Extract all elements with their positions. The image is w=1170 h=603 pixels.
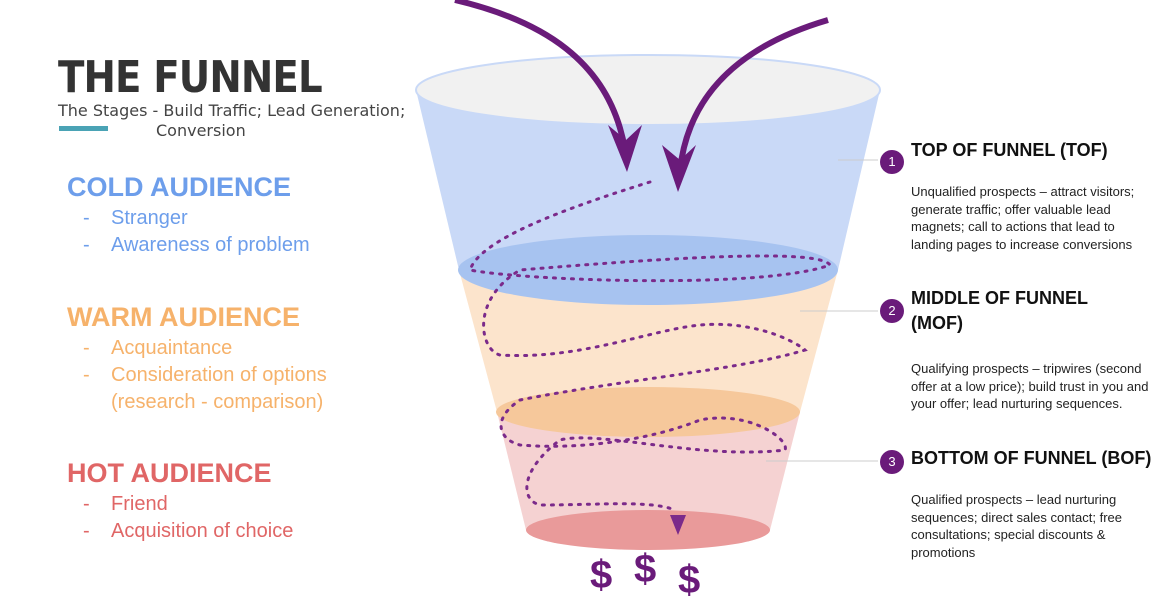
stage-number-badge: 2 bbox=[880, 299, 904, 323]
stage-title: BOTTOM OF FUNNEL (BOF) bbox=[911, 448, 1152, 468]
stage-number-badge: 3 bbox=[880, 450, 904, 474]
list-item: Acquaintance bbox=[67, 335, 327, 362]
funnel-middle-ellipse bbox=[496, 387, 800, 437]
hot-audience-heading: HOT AUDIENCE bbox=[67, 458, 272, 488]
funnel-middle-section bbox=[459, 270, 838, 412]
funnel-top-ellipse bbox=[458, 235, 838, 305]
journey-arrowhead-icon bbox=[670, 515, 686, 535]
stage-tof: 1 TOP OF FUNNEL (TOF) Unqualified prospe… bbox=[880, 138, 1160, 253]
traffic-arrow-right bbox=[677, 17, 829, 171]
hot-audience: HOT AUDIENCE FriendAcquisition of choice bbox=[67, 458, 293, 545]
stage-mof: 2 MIDDLE OF FUNNEL (MOF) Qualifying pros… bbox=[880, 286, 1160, 413]
traffic-arrow-left bbox=[454, 0, 628, 151]
subtitle-line-1: The Stages - Build Traffic; Lead Generat… bbox=[58, 101, 406, 120]
list-item: Stranger bbox=[67, 205, 310, 232]
warm-audience: WARM AUDIENCE AcquaintanceConsideration … bbox=[67, 302, 327, 416]
dollar-sign-icon: $ bbox=[590, 553, 613, 597]
list-item: Consideration of options bbox=[67, 362, 327, 389]
cold-audience-heading: COLD AUDIENCE bbox=[67, 172, 292, 202]
title-underline bbox=[59, 126, 108, 131]
stage-number-badge: 1 bbox=[880, 150, 904, 174]
subtitle-line-2: Conversion bbox=[156, 121, 246, 140]
arrowhead-right-icon bbox=[662, 145, 696, 192]
list-item: Awareness of problem bbox=[67, 232, 310, 259]
funnel-bottom-section bbox=[497, 412, 800, 530]
page-title: THE FUNNEL bbox=[58, 52, 323, 103]
warm-audience-heading: WARM AUDIENCE bbox=[67, 302, 300, 332]
funnel-bottom-ellipse bbox=[526, 510, 770, 550]
stage-description: Unqualified prospects – attract visitors… bbox=[911, 184, 1135, 252]
stage-description: Qualified prospects – lead nurturing seq… bbox=[911, 492, 1123, 560]
list-item: Friend bbox=[67, 491, 293, 518]
customer-journey-path bbox=[468, 180, 833, 512]
list-item: (research - comparison) bbox=[111, 391, 324, 413]
subtitle: The Stages - Build Traffic; Lead Generat… bbox=[58, 101, 418, 141]
stage-bof: 3 BOTTOM OF FUNNEL (BOF) Qualified prosp… bbox=[880, 446, 1160, 561]
dollar-sign-icon: $ bbox=[678, 558, 701, 602]
cold-audience: COLD AUDIENCE StrangerAwareness of probl… bbox=[67, 172, 310, 259]
arrowhead-left-icon bbox=[608, 125, 642, 172]
stage-title: MIDDLE OF FUNNEL (MOF) bbox=[911, 288, 1088, 333]
funnel-opening bbox=[415, 54, 881, 126]
stage-description: Qualifying prospects – tripwires (second… bbox=[911, 361, 1149, 411]
stage-title: TOP OF FUNNEL (TOF) bbox=[911, 140, 1108, 160]
list-item: Acquisition of choice bbox=[67, 518, 293, 545]
dollar-sign-icon: $ bbox=[634, 547, 657, 591]
